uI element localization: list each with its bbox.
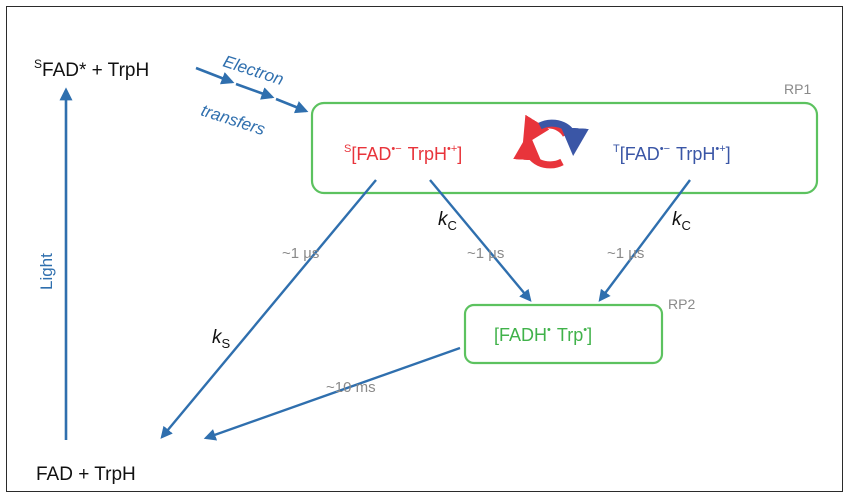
electron-transfer-arrow-3 bbox=[275, 97, 309, 114]
diagram-frame bbox=[6, 6, 843, 492]
kc-label-2: kC bbox=[672, 209, 691, 233]
rp1-label: RP1 bbox=[784, 81, 811, 97]
rp2-pair-label: [FADH•Trp•] bbox=[494, 324, 592, 345]
timescale-ks: ~1 µs bbox=[282, 245, 319, 262]
electron-transfer-arrow-1 bbox=[195, 66, 235, 85]
timescale-kc-triplet: ~1 µs bbox=[607, 245, 644, 262]
transfers-label: transfers bbox=[199, 101, 268, 140]
electron-transfer-arrow-2 bbox=[235, 82, 275, 100]
excited-state-label: SFAD* + TrpH bbox=[34, 57, 149, 81]
rp2-box bbox=[463, 303, 664, 365]
ground-state-label: FAD + TrpH bbox=[36, 464, 136, 485]
kc-triplet-arrow bbox=[598, 179, 691, 302]
rp2-label: RP2 bbox=[668, 296, 695, 312]
ks-label: kS bbox=[212, 327, 231, 351]
electron-label: Electron bbox=[221, 52, 286, 89]
timescale-rp2-decay: ~10 ms bbox=[326, 379, 376, 396]
rp1-box bbox=[310, 101, 819, 195]
timescale-kc-singlet: ~1 µs bbox=[467, 245, 504, 262]
ks-arrow bbox=[160, 179, 377, 439]
singlet-pair-label: S[FAD•−TrpH•+] bbox=[344, 143, 462, 164]
light-label: Light bbox=[37, 253, 56, 290]
interconversion-cycle-icon bbox=[513, 114, 589, 169]
kc-label-1: kC bbox=[438, 209, 457, 233]
rp2-decay-arrow bbox=[203, 346, 461, 441]
triplet-pair-label: T[FAD•−TrpH•+] bbox=[613, 143, 731, 164]
kc-singlet-arrow bbox=[429, 179, 532, 302]
